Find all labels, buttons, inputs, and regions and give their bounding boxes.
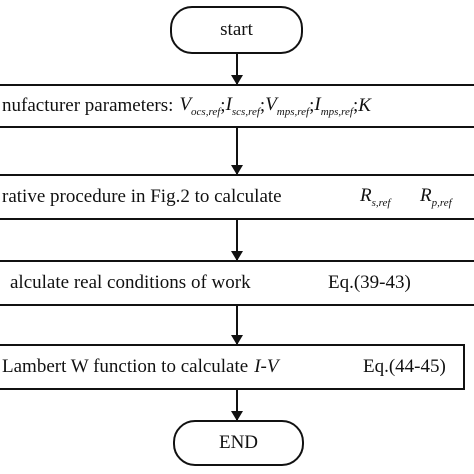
arrow-step1-to-step2: [231, 128, 243, 175]
step4-var-iv: I-V: [254, 356, 279, 377]
start-label: start: [220, 19, 253, 40]
step-iterative-procedure: rative procedure in Fig.2 to calculate R…: [0, 174, 474, 220]
step1-var-vmp: Vmps,ref: [265, 94, 310, 118]
step2-text: rative procedure in Fig.2 to calculate: [2, 186, 282, 207]
arrow-start-to-step1: [231, 54, 243, 85]
step3-text: alculate real conditions of work: [10, 272, 251, 293]
end-terminal: END: [173, 420, 304, 466]
step1-text: nufacturer parameters:: [2, 95, 174, 116]
arrow-step4-to-end: [231, 390, 243, 421]
arrow-step3-to-step4: [231, 306, 243, 345]
arrow-step2-to-step3: [231, 220, 243, 261]
step1-tail: K: [358, 95, 371, 116]
end-label: END: [218, 432, 259, 453]
step1-var-imp: Imps,ref: [314, 94, 353, 118]
step4-text: Lambert W function to calculate: [2, 356, 249, 377]
step1-var-isc: Iscs,ref: [225, 94, 260, 118]
step-manufacturer-parameters: nufacturer parameters: Vocs,ref ; Iscs,r…: [0, 84, 474, 128]
step3-equation-ref: Eq.(39-43): [328, 272, 411, 293]
step4-equation-ref: Eq.(44-45): [363, 356, 446, 377]
start-terminal: start: [170, 6, 303, 54]
step2-var-rp: Rp,ref: [420, 185, 452, 209]
step2-var-rs: Rs,ref: [360, 185, 391, 209]
step-lambert-w: Lambert W function to calculate I-V Eq.(…: [0, 344, 465, 390]
step-real-conditions: alculate real conditions of work Eq.(39-…: [0, 260, 474, 306]
step1-var-voc: Vocs,ref: [179, 94, 221, 118]
